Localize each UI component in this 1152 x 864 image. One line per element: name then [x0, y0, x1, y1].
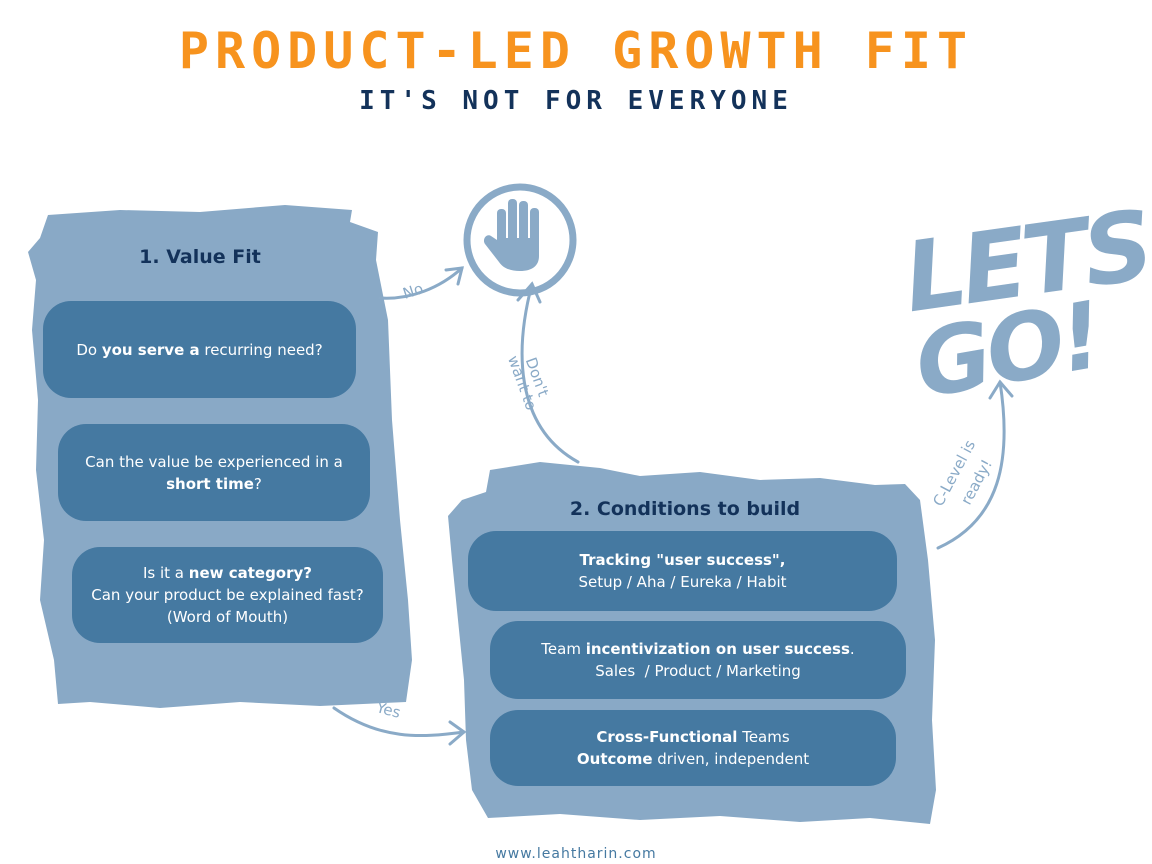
text: recurring need?	[199, 340, 323, 359]
arrow-yes	[332, 706, 467, 746]
bold-text: you serve a	[101, 340, 200, 359]
pill-line: Team incentivization on user success.	[541, 638, 854, 660]
pill-line: (Word of Mouth)	[167, 606, 288, 628]
conditions-item-tracking: Tracking "user success", Setup / Aha / Eu…	[468, 531, 897, 611]
bold-text: new category?	[188, 564, 312, 582]
bold-text: incentivization on user success	[585, 640, 850, 658]
pill-line: Tracking "user success",	[580, 549, 786, 571]
pill-line: Can your product be explained fast?	[91, 584, 363, 606]
bold-text: Outcome	[576, 750, 653, 768]
pill-line: Setup / Aha / Eureka / Habit	[578, 571, 786, 593]
pill-line: Outcome driven, independent	[577, 748, 809, 770]
bold-text: Tracking "user success",	[579, 551, 786, 569]
value-fit-item-new-category: Is it a new category? Can your product be…	[72, 547, 383, 643]
label-no: No	[401, 279, 426, 302]
arrow-no	[378, 266, 464, 300]
text: (Word of Mouth)	[166, 608, 289, 626]
value-fit-item-recurring-need: Do you serve a recurring need?	[43, 301, 356, 398]
text: Teams	[737, 728, 790, 746]
pill-line: Can the value be experienced in a	[85, 451, 343, 473]
page-title: PRODUCT-LED GROWTH FIT	[178, 22, 974, 80]
pill-line: Do you serve a recurring need?	[76, 339, 322, 361]
bold-text: Cross-Functional	[596, 728, 738, 746]
footer-url: www.leahtharin.com	[495, 846, 657, 862]
text: Team	[541, 640, 586, 658]
text: ?	[253, 474, 262, 493]
pill-line: Cross-Functional Teams	[596, 726, 789, 748]
value-fit-heading: 1. Value Fit	[139, 246, 261, 268]
text: Do	[76, 340, 102, 359]
text: Sales / Product / Marketing	[595, 662, 801, 680]
text: Setup / Aha / Eureka / Habit	[578, 573, 787, 591]
text: .	[849, 640, 855, 658]
text: Can your product be explained fast?	[91, 586, 364, 604]
raised-hand-stop-icon	[463, 183, 577, 297]
bold-text: short time	[166, 474, 254, 493]
label-yes: Yes	[374, 698, 403, 722]
lets-go-logo: LETS GO!	[898, 189, 1152, 419]
page-subtitle: IT'S NOT FOR EVERYONE	[359, 86, 793, 116]
arrow-clevel	[936, 379, 1014, 550]
pill-line: Is it a new category?	[143, 562, 312, 584]
conditions-item-incentivization: Team incentivization on user success. Sal…	[490, 621, 906, 699]
conditions-heading: 2. Conditions to build	[569, 498, 801, 520]
text: Can the value be experienced in a	[85, 452, 343, 471]
pill-line: short time?	[166, 473, 262, 495]
pill-line: Sales / Product / Marketing	[595, 660, 801, 682]
value-fit-item-short-time: Can the value be experienced in a short t…	[58, 424, 370, 521]
text: driven, independent	[652, 750, 810, 768]
text: Is it a	[142, 564, 189, 582]
